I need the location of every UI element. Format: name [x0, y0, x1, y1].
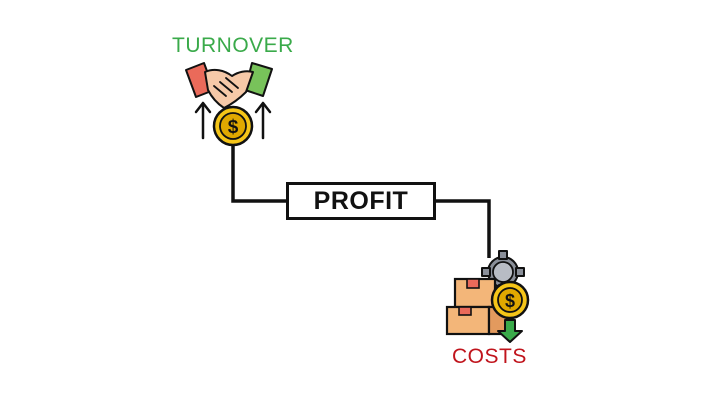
svg-text:$: $ — [228, 117, 239, 138]
connector-turnover-profit — [231, 145, 286, 203]
profit-label: PROFIT — [313, 186, 409, 215]
profit-box: PROFIT — [286, 182, 436, 220]
costs-label: COSTS — [452, 345, 527, 368]
svg-text:$: $ — [505, 291, 515, 311]
boxes-gear-coin-arrow-down-icon: $ — [445, 250, 530, 343]
connector-profit-costs — [436, 199, 491, 258]
turnover-label: TURNOVER — [172, 34, 294, 57]
handshake-coin-arrows-up-icon: $ — [185, 62, 273, 147]
